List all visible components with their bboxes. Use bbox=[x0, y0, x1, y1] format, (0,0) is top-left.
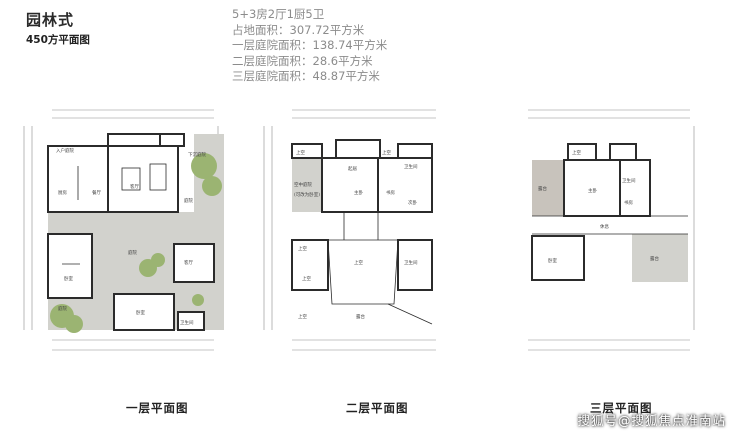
room-label: 卧室 bbox=[64, 275, 73, 282]
room-label: 入户庭院 bbox=[56, 147, 74, 154]
room-label: 上空 bbox=[572, 149, 581, 156]
room-label: 下沉庭院 bbox=[188, 151, 206, 158]
room-label: 卫生间 bbox=[404, 259, 418, 266]
room-label: 主卧 bbox=[588, 187, 597, 194]
spec-list: 5+3房2厅1厨5卫 占地面积：307.72平方米 一层庭院面积：138.74平… bbox=[232, 7, 387, 85]
room-label: 客厅 bbox=[130, 183, 139, 190]
watermark: 搜狐号@搜狐焦点淮南站 bbox=[577, 413, 726, 428]
room-label: (可改为卧室) bbox=[294, 191, 320, 198]
floor3-drawing: 上空 卫生间 主卧 露台 书房 卧室 露台 休息 bbox=[528, 109, 695, 351]
room-label: 上空 bbox=[298, 245, 307, 252]
room-label: 休息 bbox=[600, 223, 609, 230]
floor1-drawing: 入户庭院 厨房 餐厅 客厅 下沉庭院 庭院 庭院 客厅 卧室 卧室 庭院 卫生间 bbox=[23, 109, 224, 351]
floor2-label: 二层平面图 bbox=[346, 401, 409, 415]
room-label: 书房 bbox=[386, 189, 395, 196]
room-label: 上空 bbox=[302, 275, 311, 282]
room-label: 次卧 bbox=[408, 199, 417, 206]
floor2-plan: 上空 起居 上空 卫生间 主卧 空中庭院 (可改为卧室) 书房 次卧 上空 上空… bbox=[258, 104, 470, 366]
room-label: 卧室 bbox=[548, 257, 557, 264]
floor1-label: 一层平面图 bbox=[126, 401, 189, 415]
room-label: 客厅 bbox=[184, 259, 193, 266]
room-label: 卫生间 bbox=[180, 319, 194, 326]
floor3-plan: 上空 卫生间 主卧 露台 书房 卧室 露台 休息 bbox=[514, 104, 726, 366]
room-label: 露台 bbox=[538, 185, 547, 192]
room-label: 厨房 bbox=[58, 189, 67, 196]
room-label: 露台 bbox=[356, 313, 365, 320]
room-label: 上空 bbox=[382, 149, 391, 156]
room-label: 餐厅 bbox=[92, 189, 101, 196]
room-label: 卫生间 bbox=[622, 177, 636, 184]
room-label: 庭院 bbox=[184, 197, 193, 204]
room-label: 上空 bbox=[296, 149, 305, 156]
room-label: 庭院 bbox=[58, 305, 67, 312]
floor3-label: 三层平面图 bbox=[590, 401, 653, 415]
room-label: 上空 bbox=[298, 313, 307, 320]
room-label: 庭院 bbox=[128, 249, 137, 256]
room-label: 书房 bbox=[624, 199, 633, 206]
room-label: 主卧 bbox=[354, 189, 363, 196]
spec-layout: 5+3房2厅1厨5卫 bbox=[232, 7, 325, 21]
page-subtitle: 450方平面图 bbox=[26, 34, 90, 46]
spec-floor1-yard: 一层庭院面积：138.74平方米 bbox=[232, 38, 388, 52]
spec-floor2-yard: 二层庭院面积：28.6平方米 bbox=[232, 53, 373, 68]
floor2-drawing: 上空 起居 上空 卫生间 主卧 空中庭院 (可改为卧室) 书房 次卧 上空 上空… bbox=[263, 109, 436, 351]
room-label: 卧室 bbox=[136, 309, 145, 316]
page-title: 园林式 bbox=[26, 11, 75, 29]
spec-site-area: 占地面积：307.72平方米 bbox=[232, 22, 365, 37]
spec-floor3-yard: 三层庭院面积：48.87平方米 bbox=[232, 69, 380, 83]
room-label: 上空 bbox=[354, 259, 363, 266]
room-label: 卫生间 bbox=[404, 163, 418, 170]
room-label: 起居 bbox=[348, 166, 357, 172]
room-label: 露台 bbox=[650, 255, 659, 262]
room-label: 空中庭院 bbox=[294, 181, 312, 188]
floor1-plan: 入户庭院 厨房 餐厅 客厅 下沉庭院 庭院 庭院 客厅 卧室 卧室 庭院 卫生间 bbox=[18, 104, 230, 366]
